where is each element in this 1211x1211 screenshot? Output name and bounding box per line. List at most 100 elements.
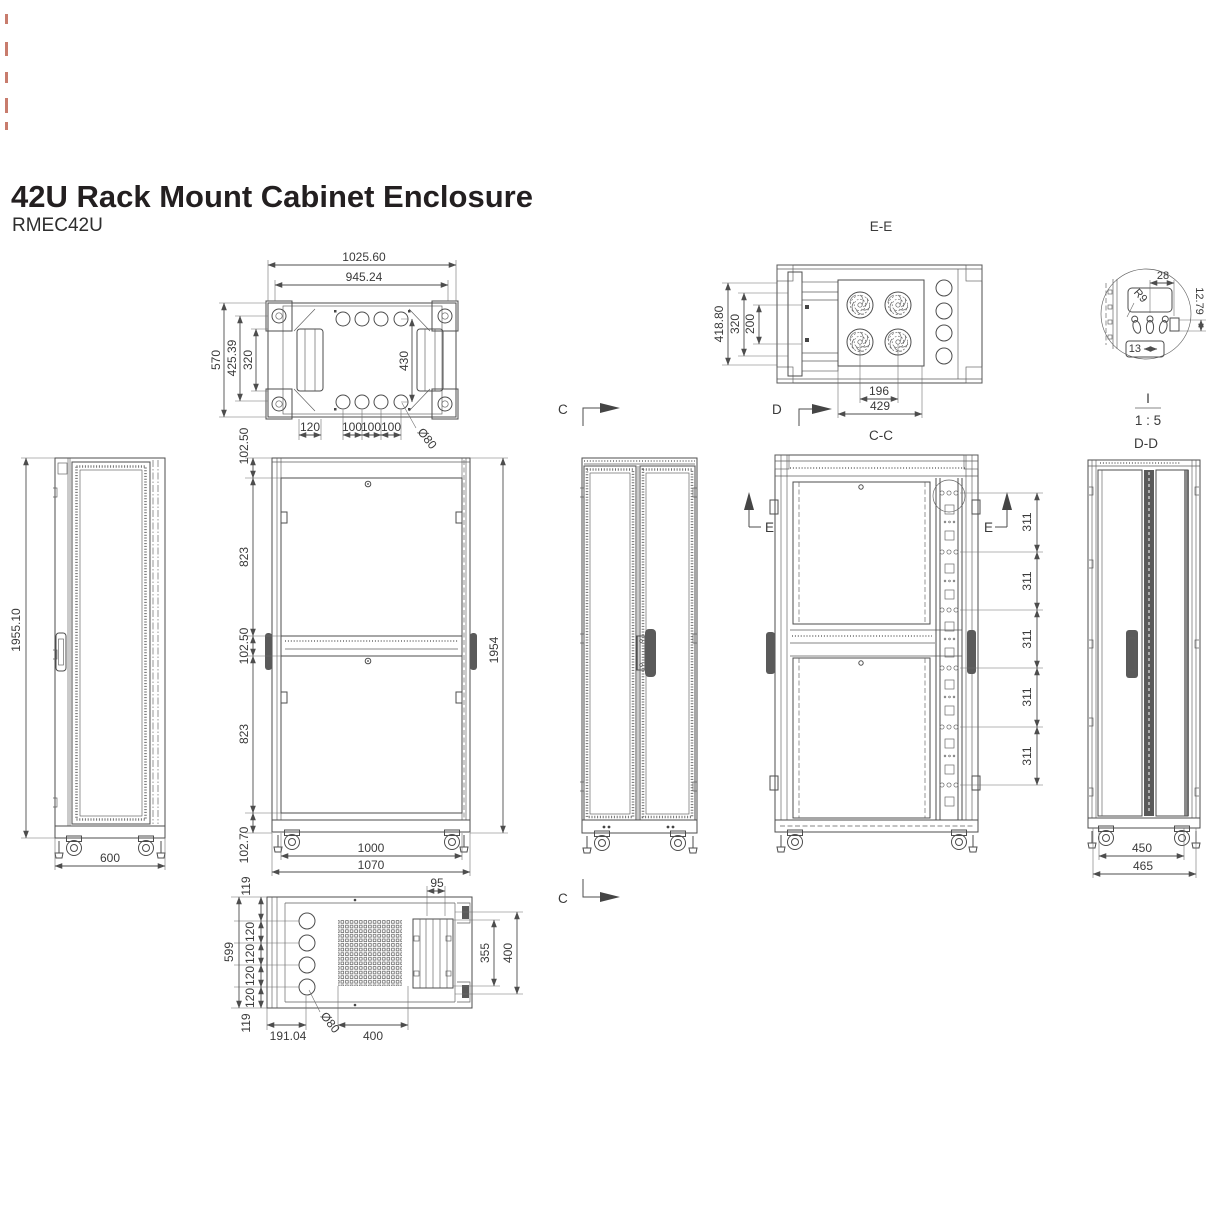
dim-panel-outer-width: 1070 [358, 858, 385, 872]
cut-arrow-e-left: E [744, 492, 774, 535]
dim-top-rail-depth: 320 [241, 350, 255, 370]
panel-handle-right [470, 633, 477, 670]
dim-ee-panel-width: 429 [870, 399, 890, 413]
dim-bottom-slot-height: 355 [478, 943, 492, 963]
top-left-rail [296, 328, 324, 392]
dim-top-overall-depth: 570 [209, 350, 223, 370]
dim-dd-inner-width: 450 [1132, 841, 1152, 855]
dim-panel-inner-width: 1000 [358, 841, 385, 855]
dim-top-overall-width: 1025.60 [342, 250, 386, 264]
dim-panel-chain-5: 102.70 [237, 826, 251, 863]
cut-c-top-label: C [558, 402, 568, 417]
caster [138, 835, 154, 856]
dim-panel-chain-1: 102.50 [237, 427, 251, 464]
dim-bottom-offset: 191.04 [270, 1029, 307, 1043]
title-block: 42U Rack Mount Cabinet Enclosure RMEC42U [11, 179, 533, 236]
dim-top-mid-depth: 425.39 [225, 339, 239, 376]
dim-top-inner-width: 945.24 [346, 270, 383, 284]
panel-handle-left [265, 633, 272, 670]
top-corner-casters [265, 300, 459, 420]
dim-top-pitch-1: 100 [342, 420, 362, 434]
cut-arrow-d: D [772, 402, 832, 426]
section-cc-label: C-C [869, 428, 893, 443]
detail-scale-label: 1 : 5 [1135, 413, 1161, 428]
keyhole-slots [1131, 315, 1169, 334]
leveling-foot [54, 840, 64, 859]
section-dd-label: D-D [1134, 436, 1158, 451]
cut-arrow-c-top: C [558, 402, 620, 426]
fan-plate [837, 279, 925, 367]
cc-mounting-rail [935, 478, 963, 820]
dim-ee-fan-pitch-v: 200 [743, 314, 757, 334]
dim-dd-outer-width: 465 [1133, 859, 1153, 873]
fan-1 [846, 291, 874, 319]
dim-top-hole-span: 430 [397, 351, 411, 371]
leveling-foot [582, 835, 592, 854]
cut-arrow-e-right: E [984, 492, 1012, 535]
side-view: 1955.10 600 [9, 457, 166, 870]
detail-name-label: I [1146, 391, 1150, 406]
cut-e-left-label: E [765, 520, 774, 535]
dim-top-first-pitch: 120 [300, 420, 320, 434]
detail-i-view: 28 12.79 13 R9 I 1 : 5 D-D [1100, 268, 1206, 451]
section-ee-view: E-E 418.80 320 200 196 429 D C-C [712, 219, 983, 443]
dim-detail-tab: 12.79 [1193, 287, 1205, 315]
top-view: 1025.60 945.24 570 425.39 320 430 120 10… [209, 250, 459, 452]
front-left-door-perforation [585, 468, 635, 819]
caster [670, 830, 686, 851]
dim-bottom-grid-width: 400 [363, 1029, 383, 1043]
dim-cc-pitch-4: 311 [1020, 687, 1034, 706]
ee-cable-holes [935, 279, 953, 365]
leveling-foot [968, 834, 978, 853]
dim-cc-pitch-5: 311 [1020, 746, 1034, 765]
dim-bottom-chain-4: 120 [243, 966, 257, 986]
leveling-foot [688, 835, 698, 854]
fan-2 [884, 291, 912, 319]
dim-top-pitch-3: 100 [381, 420, 401, 434]
caster [951, 829, 967, 850]
dim-detail-slot-pitch: 28 [1157, 270, 1169, 282]
dim-ee-inner: 320 [728, 314, 742, 334]
front-door-handle [645, 629, 656, 677]
dim-cc-pitch-1: 311 [1020, 512, 1034, 531]
dim-panel-chain-3: 102.50 [237, 627, 251, 664]
dd-right-mesh-strip [1184, 470, 1189, 816]
dim-detail-slot-width: 13 [1129, 343, 1141, 355]
dim-ee-fan-pitch-h: 196 [869, 384, 889, 398]
dim-bottom-chain-5: 120 [243, 988, 257, 1008]
dim-panel-chain-4: 823 [237, 724, 251, 744]
dim-detail-radius: R9 [1131, 287, 1149, 305]
dd-handle [1126, 630, 1138, 678]
caster [1098, 825, 1114, 846]
cut-c-bottom-label: C [558, 891, 568, 906]
scan-artifacts [5, 14, 8, 130]
bottom-vent-grid [338, 920, 402, 986]
dim-bottom-slot-offset: 95 [430, 876, 444, 890]
dim-bottom-chain-3: 120 [243, 944, 257, 964]
dim-panel-height: 1954 [487, 636, 501, 663]
dim-cc-pitch-2: 311 [1020, 571, 1034, 590]
dim-side-depth: 600 [100, 851, 120, 865]
front-view: C C [558, 402, 698, 906]
section-ee-label: E-E [870, 219, 893, 234]
bottom-cable-holes [298, 912, 316, 996]
dim-bottom-panel-height: 400 [501, 943, 515, 963]
front-right-door-perforation [641, 468, 694, 819]
caster [66, 835, 82, 856]
leveling-foot [156, 840, 166, 859]
page-title: 42U Rack Mount Cabinet Enclosure [11, 179, 533, 214]
section-dd-view: 450 465 [1087, 459, 1201, 878]
caster [594, 830, 610, 851]
dim-bottom-hole-dia: Ø80 [318, 1009, 343, 1036]
dim-bottom-chain-6: 119 [239, 1013, 253, 1032]
panel-view: 102.50 823 102.50 823 102.70 1000 1070 1… [237, 427, 508, 876]
caster [284, 829, 300, 850]
model-number: RMEC42U [12, 215, 103, 236]
leveling-foot [1087, 830, 1097, 849]
bottom-view: 599 119 120 120 120 120 119 191.04 400 Ø… [222, 876, 523, 1043]
cut-d-label: D [772, 402, 782, 417]
leveling-foot [459, 834, 469, 853]
dim-top-hole-dia: Ø80 [415, 425, 440, 452]
